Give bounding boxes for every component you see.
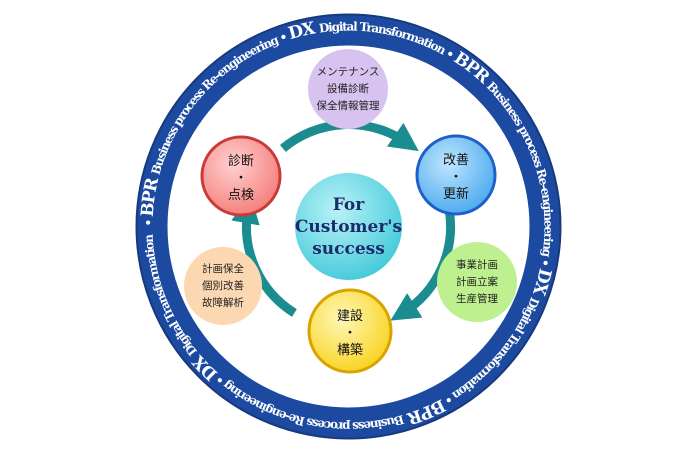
node-shindan-line-2: ・ <box>234 171 247 186</box>
node-shindan-line-3: 点検 <box>228 188 254 203</box>
node-keikaku-line-3: 故障解析 <box>202 296 244 309</box>
node-kenchiku: 建設 ・ 構築 <box>307 288 393 374</box>
center-circle <box>292 170 405 283</box>
node-keikaku-line-2: 個別改善 <box>202 279 244 292</box>
center-line-2: Customer's <box>295 217 402 237</box>
node-kenchiku-line-1: 建設 <box>337 308 363 324</box>
node-keikaku: 計画保全 個別改善 故障解析 <box>184 247 262 325</box>
node-maintenance-line-2: 設備診断 <box>327 82 369 95</box>
node-kenchiku-line-3: 構築 <box>337 343 363 358</box>
node-maintenance: メンテナンス 設備診断 保全情報管理 <box>308 49 388 129</box>
node-kaizen-line-3: 更新 <box>443 186 469 202</box>
node-maintenance-line-3: 保全情報管理 <box>317 99 380 112</box>
node-jigyou-line-2: 計画立案 <box>456 275 498 288</box>
node-kaizen: 改善 ・ 更新 <box>415 134 497 216</box>
node-kaizen-line-2: ・ <box>449 170 462 185</box>
ring-separator: • <box>439 390 458 409</box>
ring-separator: • <box>441 45 460 64</box>
node-kaizen-line-1: 改善 <box>443 152 469 168</box>
node-jigyou: 事業計画 計画立案 生産管理 <box>437 242 517 322</box>
center-line-3: success <box>312 239 385 259</box>
node-keikaku-line-1: 計画保全 <box>202 262 244 275</box>
ring-separator: • <box>141 216 155 227</box>
node-maintenance-line-1: メンテナンス <box>317 66 380 78</box>
node-shindan-line-1: 診断 <box>228 153 254 169</box>
ring-separator: • <box>537 255 553 271</box>
node-shindan: 診断 ・ 点検 <box>200 135 282 217</box>
node-kenchiku-line-2: ・ <box>343 326 356 341</box>
node-jigyou-line-3: 生産管理 <box>456 292 498 305</box>
node-jigyou-line-1: 事業計画 <box>456 258 498 271</box>
outer-ring-border <box>135 13 562 440</box>
center-line-1: For <box>333 195 365 215</box>
ring-separator: • <box>275 29 293 47</box>
